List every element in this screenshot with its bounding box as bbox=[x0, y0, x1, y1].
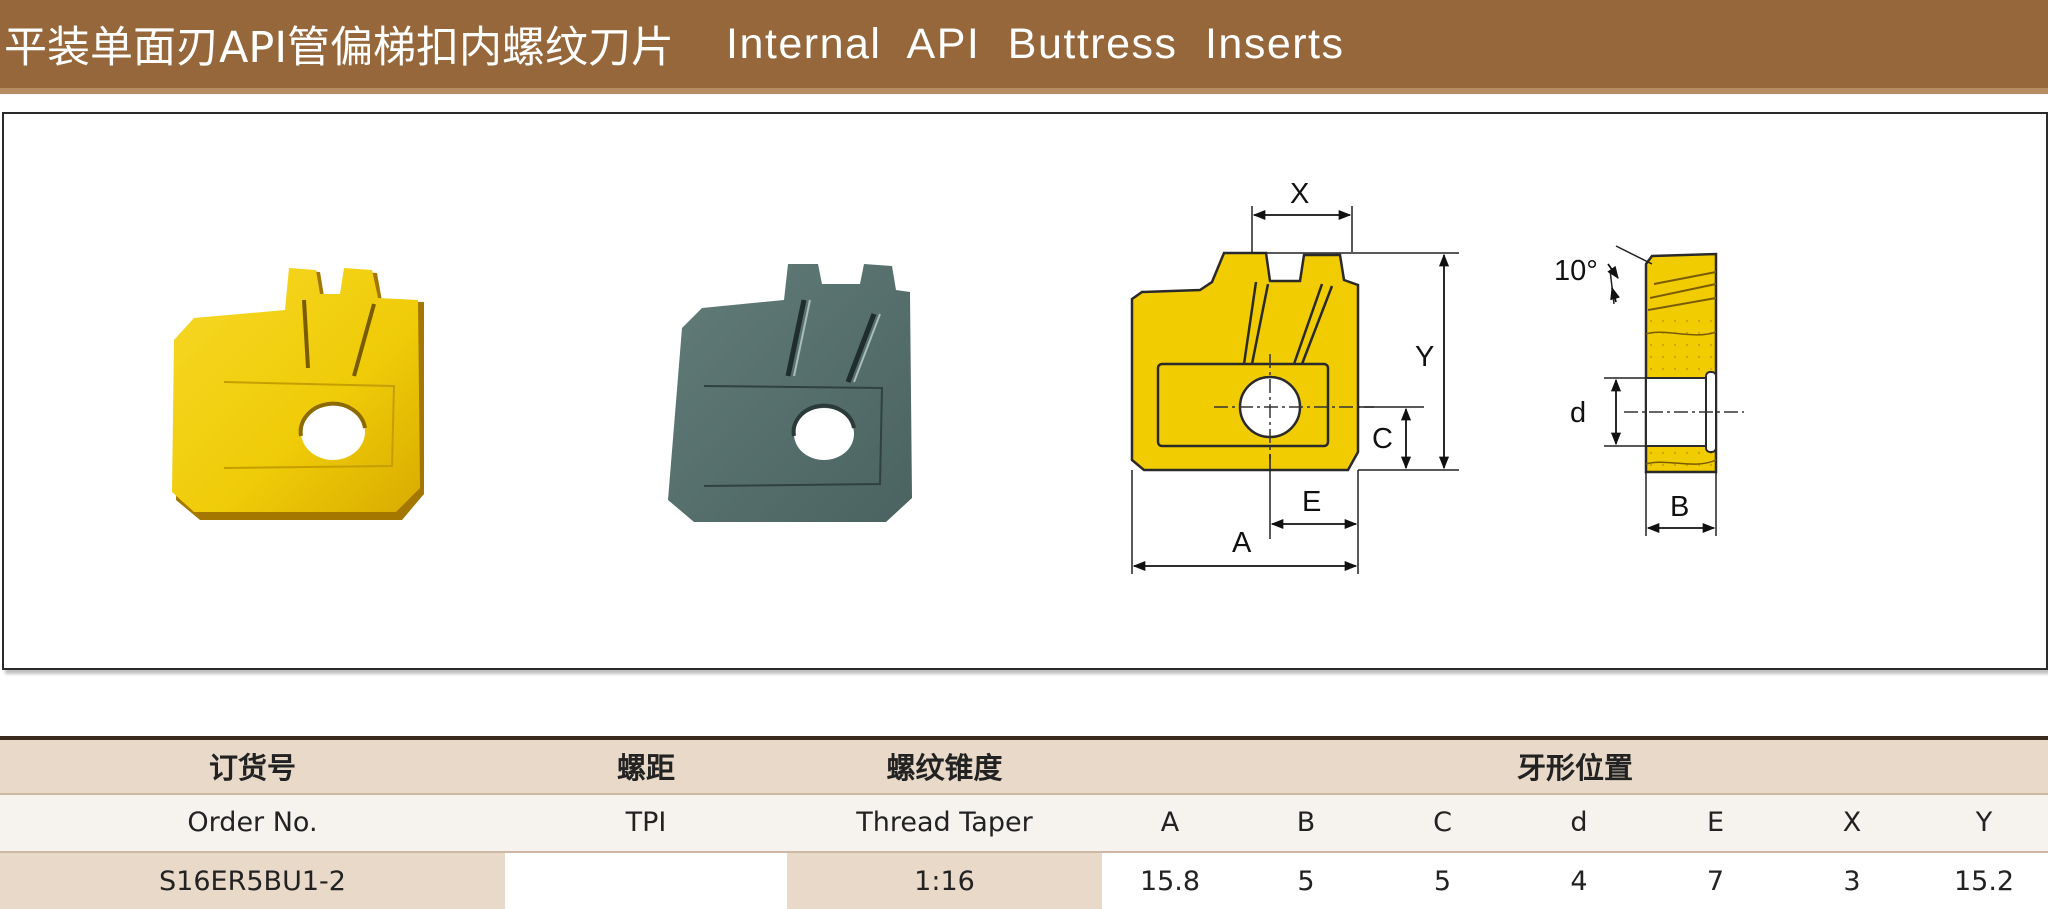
table-row: S16ER5BU1-2 1:16 15.8 5 5 4 7 3 15.2 bbox=[0, 852, 2048, 909]
title-chinese: 平装单面刃API管偏梯扣内螺纹刀片 bbox=[4, 23, 675, 73]
header-order-en: Order No. bbox=[0, 792, 505, 854]
header-col-a: A bbox=[1102, 792, 1238, 854]
dim-label-d: d bbox=[1570, 397, 1586, 429]
cell-b: 5 bbox=[1238, 852, 1374, 909]
header-profile-cn: 牙形位置 bbox=[1102, 738, 2048, 794]
header-col-y: Y bbox=[1920, 792, 2048, 854]
gold-insert-illustration bbox=[172, 268, 424, 520]
dim-label-x: X bbox=[1290, 178, 1309, 210]
header-col-e: E bbox=[1647, 792, 1784, 854]
header-col-x: X bbox=[1784, 792, 1920, 854]
dim-label-angle: 10° bbox=[1554, 255, 1598, 287]
cell-a: 15.8 bbox=[1102, 852, 1238, 909]
cell-taper: 1:16 bbox=[787, 852, 1102, 909]
gray-insert-illustration bbox=[668, 264, 912, 522]
table-header-english: Order No. TPI Thread Taper A B C d E X Y bbox=[0, 792, 2048, 854]
header-taper-cn: 螺纹锥度 bbox=[787, 738, 1102, 794]
table-header-chinese: 订货号 螺距 螺纹锥度 牙形位置 bbox=[0, 738, 2048, 794]
dim-label-y: Y bbox=[1415, 341, 1434, 373]
drawing-panel: X Y A E C 10° d bbox=[2, 112, 2048, 670]
spec-table: 订货号 螺距 螺纹锥度 牙形位置 Order No. TPI Thread Ta… bbox=[0, 736, 2048, 909]
header-col-b: B bbox=[1238, 792, 1374, 854]
title-bar: 平装单面刃API管偏梯扣内螺纹刀片 Internal API Buttress … bbox=[0, 0, 2048, 94]
header-tpi-cn: 螺距 bbox=[505, 738, 787, 794]
side-view-drawing: 10° d B bbox=[1554, 245, 1744, 536]
cell-order-no: S16ER5BU1-2 bbox=[0, 852, 505, 909]
header-col-d: d bbox=[1511, 792, 1647, 854]
dim-label-a: A bbox=[1232, 527, 1252, 559]
dim-label-c: C bbox=[1372, 423, 1393, 455]
front-view-drawing: X Y A E C bbox=[1130, 178, 1459, 574]
cell-c: 5 bbox=[1374, 852, 1511, 909]
cell-tpi bbox=[505, 852, 787, 909]
header-col-c: C bbox=[1374, 792, 1511, 854]
header-order-cn: 订货号 bbox=[0, 738, 505, 794]
dim-label-e: E bbox=[1302, 486, 1321, 518]
header-tpi-en: TPI bbox=[505, 792, 787, 854]
cell-d: 4 bbox=[1511, 852, 1647, 909]
insert-drawings: X Y A E C 10° d bbox=[172, 178, 1744, 574]
cell-x: 3 bbox=[1784, 852, 1920, 909]
title-english: Internal API Buttress Inserts bbox=[726, 19, 1345, 68]
dim-label-b: B bbox=[1670, 491, 1689, 523]
cell-e: 7 bbox=[1647, 852, 1784, 909]
cell-y: 15.2 bbox=[1920, 852, 2048, 909]
header-taper-en: Thread Taper bbox=[787, 792, 1102, 854]
